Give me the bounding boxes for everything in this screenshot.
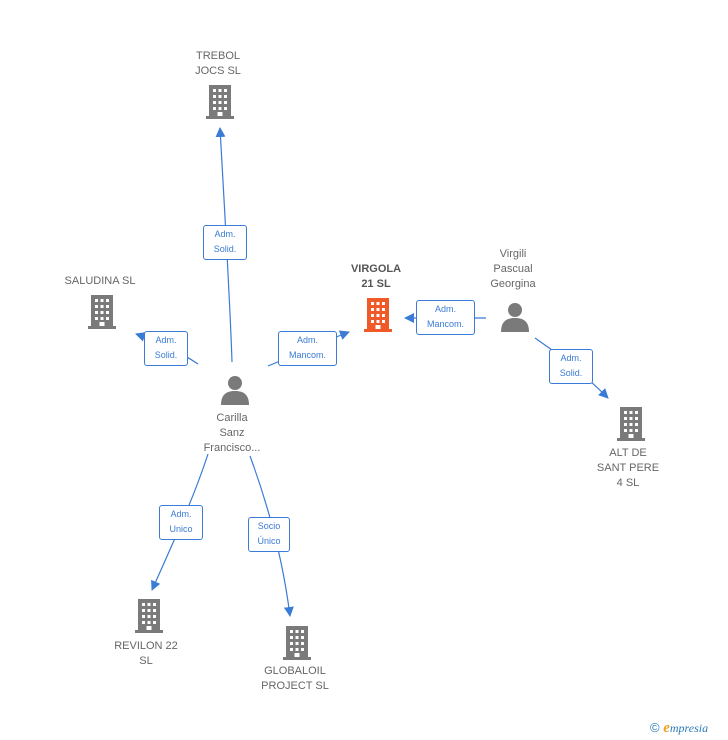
copyright-symbol: © — [650, 720, 660, 735]
carilla-person-icon[interactable] — [220, 375, 250, 405]
empresia-logo[interactable]: empresia — [663, 720, 709, 736]
virgola-label[interactable]: VIRGOLA 21 SL — [350, 263, 402, 290]
edge-label-carilla-trebol[interactable]: Adm. Solid. — [203, 225, 247, 260]
globaloil-building-icon[interactable] — [282, 626, 312, 660]
edge-label-carilla-revilon[interactable]: Adm. Unico — [159, 505, 203, 540]
alt-label[interactable]: ALT DE SANT PERE 4 SL — [596, 447, 660, 489]
saludina-label[interactable]: SALUDINA SL — [64, 275, 136, 287]
virgili-person-icon[interactable] — [500, 302, 530, 332]
revilon-building-icon[interactable] — [134, 599, 164, 633]
edge-label-virgili-virgola[interactable]: Adm. Mancom. — [416, 300, 475, 335]
footer-brand: © empresia — [650, 720, 708, 737]
globaloil-label[interactable]: GLOBALOIL PROJECT SL — [261, 665, 329, 692]
virgili-label[interactable]: Virgili Pascual Georgina — [490, 248, 536, 290]
virgola-building-icon[interactable] — [363, 298, 393, 332]
edge-label-carilla-virgola[interactable]: Adm. Mancom. — [278, 331, 337, 366]
edge-label-carilla-saludina[interactable]: Adm. Solid. — [144, 331, 188, 366]
edge-label-carilla-globaloil[interactable]: Socio Único — [248, 517, 290, 552]
saludina-building-icon[interactable] — [87, 295, 117, 329]
trebol-building-icon[interactable] — [205, 85, 235, 119]
revilon-label[interactable]: REVILON 22 SL — [114, 640, 178, 667]
carilla-label[interactable]: Carilla Sanz Francisco... — [203, 412, 261, 454]
alt-building-icon[interactable] — [616, 407, 646, 441]
trebol-label[interactable]: TREBOL JOCS SL — [195, 50, 241, 77]
edge-label-virgili-alt[interactable]: Adm. Solid. — [549, 349, 593, 384]
